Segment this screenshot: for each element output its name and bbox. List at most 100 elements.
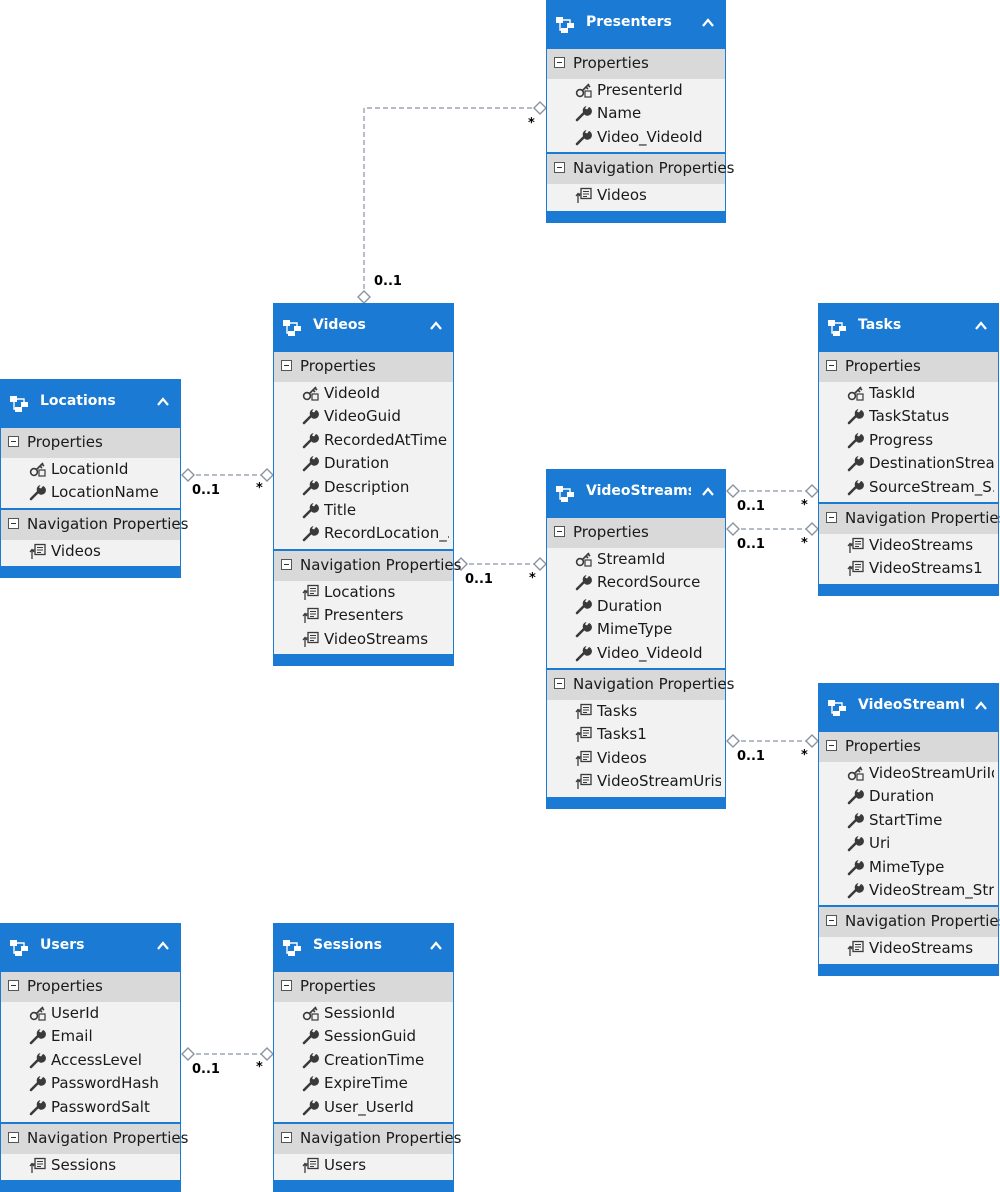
navigation-section-header[interactable]: Navigation Properties [547,154,734,185]
property-row[interactable]: SessionId [274,1002,453,1025]
navigation-section-header[interactable]: Navigation Properties [819,503,1000,534]
property-row[interactable]: Uri [819,832,998,855]
minus-box-icon[interactable] [8,980,19,991]
minus-box-icon[interactable] [8,436,19,447]
navigation-property-row[interactable]: Users [274,1154,453,1177]
properties-section-header[interactable]: Properties [274,972,453,1002]
property-row[interactable]: Duration [274,452,453,475]
property-row[interactable]: User_UserId [274,1096,453,1119]
property-row[interactable]: Description [274,476,453,499]
entity-header[interactable]: Users [1,924,180,972]
navigation-section-header[interactable]: Navigation Properties [274,550,461,581]
navigation-property-row[interactable]: Locations [274,581,453,604]
entity-header[interactable]: Presenters [547,1,725,49]
association-line[interactable] [363,107,540,297]
navigation-property-row[interactable]: VideoStreams [819,534,998,557]
property-row[interactable]: Title [274,499,453,522]
property-row[interactable]: CreationTime [274,1049,453,1072]
navigation-section-header[interactable]: Navigation Properties [819,907,1000,938]
property-row[interactable]: RecordLocation_... [274,522,453,545]
entity-header[interactable]: Tasks [819,304,998,352]
property-row[interactable]: UserId [1,1002,180,1025]
property-row[interactable]: StartTime [819,809,998,832]
minus-box-icon[interactable] [826,740,837,751]
navigation-property-row[interactable]: Videos [547,184,725,207]
properties-section-header[interactable]: Properties [819,352,998,382]
property-row[interactable]: Name [547,102,725,125]
navigation-property-row[interactable]: Tasks1 [547,723,725,746]
association-videos-videostreams[interactable] [454,557,547,571]
chevron-up-icon[interactable] [429,318,443,332]
property-row[interactable]: VideoStream_Str... [819,879,998,902]
minus-box-icon[interactable] [8,1131,19,1143]
property-row[interactable]: Video_VideoId [547,642,725,665]
navigation-property-row[interactable]: VideoStreams [819,937,998,960]
minus-box-icon[interactable] [826,511,837,523]
entity-header[interactable]: VideoStreamU... [819,684,998,732]
minus-box-icon[interactable] [281,1131,292,1143]
chevron-up-icon[interactable] [701,15,715,29]
property-row[interactable]: VideoId [274,382,453,405]
minus-box-icon[interactable] [826,915,837,927]
navigation-section-header[interactable]: Navigation Properties [547,669,734,700]
entity-header[interactable]: VideoStreams [547,470,725,518]
chevron-up-icon[interactable] [701,484,715,498]
property-row[interactable]: SourceStream_S... [819,476,998,499]
property-row[interactable]: PasswordSalt [1,1096,180,1119]
minus-box-icon[interactable] [281,360,292,371]
property-row[interactable]: ExpireTime [274,1072,453,1095]
property-row[interactable]: Duration [547,595,725,618]
navigation-property-row[interactable]: Tasks [547,700,725,723]
property-row[interactable]: TaskId [819,382,998,405]
entity-header[interactable]: Sessions [274,924,453,972]
navigation-section-header[interactable]: Navigation Properties [274,1123,461,1154]
properties-section-header[interactable]: Properties [819,732,998,762]
property-row[interactable]: LocationId [1,458,180,481]
property-row[interactable]: VideoGuid [274,405,453,428]
property-row[interactable]: MimeType [819,856,998,879]
property-row[interactable]: VideoStreamUriId [819,762,998,785]
navigation-property-row[interactable]: VideoStreams1 [819,557,998,580]
entity-header[interactable]: Videos [274,304,453,352]
minus-box-icon[interactable] [281,558,292,570]
navigation-property-row[interactable]: Sessions [1,1154,180,1177]
property-row[interactable]: RecordSource [547,571,725,594]
navigation-property-row[interactable]: Videos [547,747,725,770]
chevron-up-icon[interactable] [974,318,988,332]
navigation-property-row[interactable]: VideoStreams [274,628,453,651]
entity-videostreamuris[interactable]: VideoStreamU...PropertiesVideoStreamUriI… [818,683,1000,976]
minus-box-icon[interactable] [554,526,565,537]
property-row[interactable]: PasswordHash [1,1072,180,1095]
property-row[interactable]: SessionGuid [274,1025,453,1048]
navigation-property-row[interactable]: VideoStreamUris [547,770,725,793]
property-row[interactable]: TaskStatus [819,405,998,428]
minus-box-icon[interactable] [826,360,837,371]
minus-box-icon[interactable] [281,980,292,991]
minus-box-icon[interactable] [8,517,19,529]
property-row[interactable]: PresenterId [547,79,725,102]
properties-section-header[interactable]: Properties [547,49,725,79]
property-row[interactable]: DestinationStrea... [819,452,998,475]
property-row[interactable]: StreamId [547,548,725,571]
navigation-property-row[interactable]: Presenters [274,604,453,627]
property-row[interactable]: Duration [819,785,998,808]
entity-header[interactable]: Locations [1,380,180,428]
association-users-sessions[interactable] [181,1047,274,1061]
minus-box-icon[interactable] [554,57,565,68]
chevron-up-icon[interactable] [156,938,170,952]
property-row[interactable]: LocationName [1,481,180,504]
association-videos-presenters[interactable] [357,101,547,304]
property-row[interactable]: Email [1,1025,180,1048]
chevron-up-icon[interactable] [156,394,170,408]
property-row[interactable]: Progress [819,429,998,452]
property-row[interactable]: RecordedAtTime [274,429,453,452]
property-row[interactable]: MimeType [547,618,725,641]
properties-section-header[interactable]: Properties [1,428,180,458]
